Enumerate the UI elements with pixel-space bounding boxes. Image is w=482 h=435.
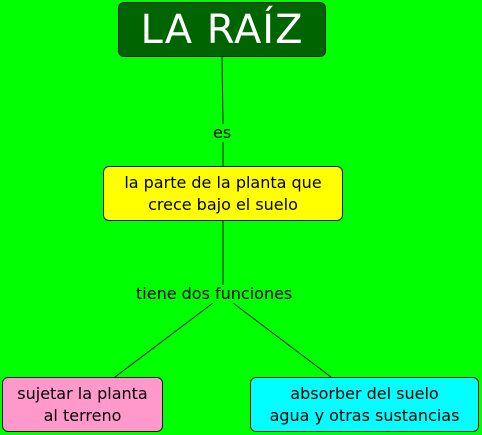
function-1-node[interactable]: sujetar la planta al terreno [2, 377, 163, 432]
root-concept-node[interactable]: LA RAÍZ [118, 2, 326, 57]
function-1-label: sujetar la planta al terreno [17, 383, 148, 425]
connector-funcs-to-function-1 [114, 302, 214, 378]
function-2-label: absorber del suelo agua y otras sustanci… [269, 383, 460, 425]
connector-funcs-to-function-2 [232, 302, 332, 378]
definition-node[interactable]: la parte de la planta que crece bajo el … [103, 166, 343, 221]
link-label-es: es [212, 123, 233, 142]
root-concept-label: LA RAÍZ [140, 6, 304, 53]
connector-root-to-es [221, 56, 224, 125]
function-2-node[interactable]: absorber del suelo agua y otras sustanci… [250, 377, 479, 432]
definition-label: la parte de la planta que crece bajo el … [124, 172, 322, 214]
link-label-functions: tiene dos funciones [135, 284, 294, 303]
